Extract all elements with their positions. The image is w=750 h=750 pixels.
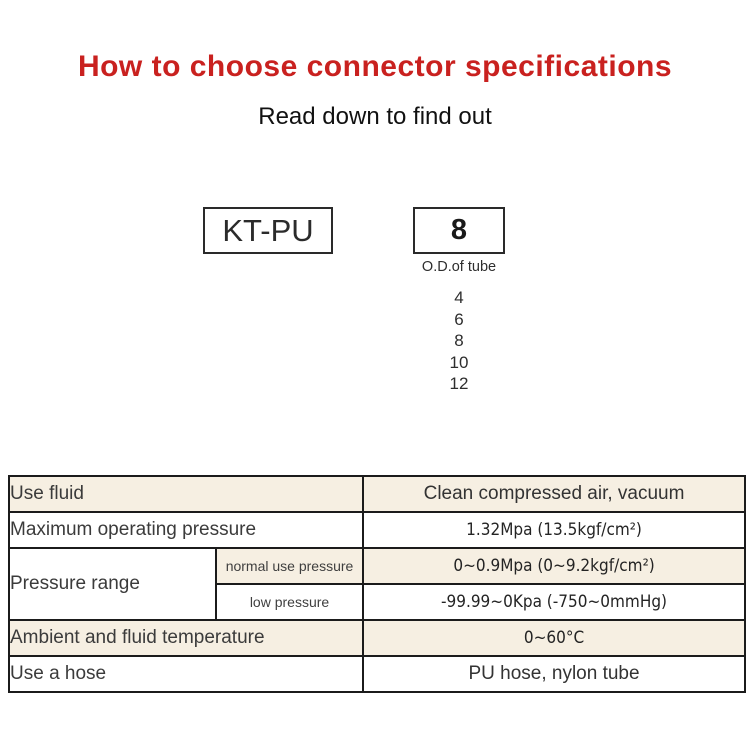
spec-label: Use a hose: [7, 655, 365, 693]
size-options-list: 4 6 8 10 12: [388, 287, 530, 395]
spec-label: Ambient and fluid temperature: [7, 619, 365, 657]
size-code-text: 8: [450, 214, 468, 246]
spec-label: Pressure range: [8, 547, 217, 621]
spec-sublabel: low pressure: [214, 583, 365, 621]
size-option: 8: [454, 331, 464, 350]
spec-value: -99.99~0Kpa (-750~0mmHg): [362, 583, 747, 621]
od-of-tube-label: O.D.of tube: [421, 259, 497, 275]
size-option: 6: [454, 309, 464, 329]
table-row: low pressure -99.99~0Kpa (-750~0mmHg): [9, 583, 747, 621]
page-title: How to choose connector specifications: [77, 50, 673, 83]
size-option: 12: [449, 374, 469, 393]
table-row: Pressure range normal use pressure 0~0.9…: [8, 547, 747, 621]
table-row: Ambient and fluid temperature 0~60°C: [7, 619, 747, 657]
spec-table: Use fluid Clean compressed air, vacuum M…: [7, 475, 747, 693]
spec-label: Maximum operating pressure: [7, 511, 365, 549]
size-code-box: 8: [413, 207, 505, 254]
spec-value: 0~60°C: [362, 619, 747, 657]
spec-value: 1.32Mpa (13.5kgf/cm²): [362, 511, 747, 549]
series-code-box: KT-PU: [203, 207, 333, 254]
page-subtitle: Read down to find out: [258, 103, 492, 130]
spec-sublabel: normal use pressure: [214, 547, 365, 585]
size-option: 4: [454, 288, 464, 307]
series-code-text: KT-PU: [222, 212, 314, 248]
table-row: Maximum operating pressure 1.32Mpa (13.5…: [7, 511, 747, 549]
spec-value: PU hose, nylon tube: [362, 655, 747, 693]
spec-value: Clean compressed air, vacuum: [362, 475, 747, 513]
spec-label: Use fluid: [7, 475, 365, 513]
table-row: Use fluid Clean compressed air, vacuum: [7, 475, 747, 513]
spec-value: 0~0.9Mpa (0~9.2kgf/cm²): [362, 547, 747, 585]
table-row: Use a hose PU hose, nylon tube: [7, 655, 747, 693]
size-option: 10: [449, 352, 469, 372]
